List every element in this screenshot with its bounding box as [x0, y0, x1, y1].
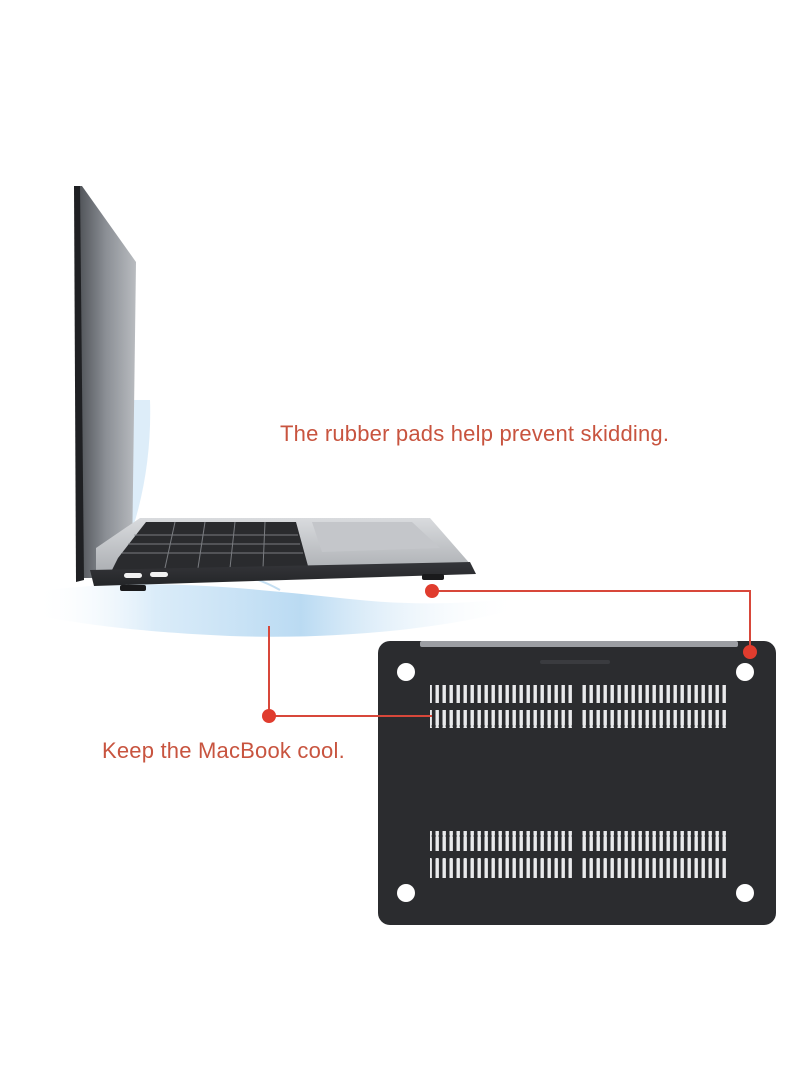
callout-line-rubber-pads	[432, 590, 751, 652]
red-dot-icon	[425, 584, 439, 598]
vent-slot-icon	[430, 710, 574, 728]
vent-slot-icon	[582, 710, 726, 728]
caption-rubber-pads: The rubber pads help prevent skidding.	[280, 421, 670, 446]
vent-slot-icon	[430, 858, 574, 878]
rubber-foot-icon	[120, 585, 146, 591]
case-bottom-plate	[378, 641, 776, 925]
vent-slot-icon	[582, 858, 726, 878]
bottom-case-shell	[90, 562, 476, 586]
vent-slot-icon	[582, 685, 726, 703]
bottom-case-view	[378, 641, 776, 925]
trackpad	[312, 522, 440, 552]
usb-c-port-1	[124, 573, 142, 578]
rubber-foot-hole-icon	[736, 663, 754, 681]
rubber-foot-hole-icon	[397, 663, 415, 681]
laptop-screen-lid	[76, 186, 136, 578]
rubber-foot-icon	[422, 574, 444, 580]
usb-c-port-2	[150, 572, 168, 577]
red-dot-icon	[743, 645, 757, 659]
red-dot-icon	[262, 709, 276, 723]
lid-case-edge	[74, 186, 84, 582]
vent-slot-icon	[430, 831, 574, 851]
rubber-foot-hole-icon	[736, 884, 754, 902]
keyboard-keys	[112, 522, 308, 570]
caption-keep-cool: Keep the MacBook cool.	[102, 738, 345, 763]
laptop-side-view	[74, 186, 476, 591]
vent-slot-icon	[430, 685, 574, 703]
vent-slot-icon	[582, 831, 726, 851]
hinge-lip	[420, 641, 738, 647]
rubber-foot-hole-icon	[397, 884, 415, 902]
